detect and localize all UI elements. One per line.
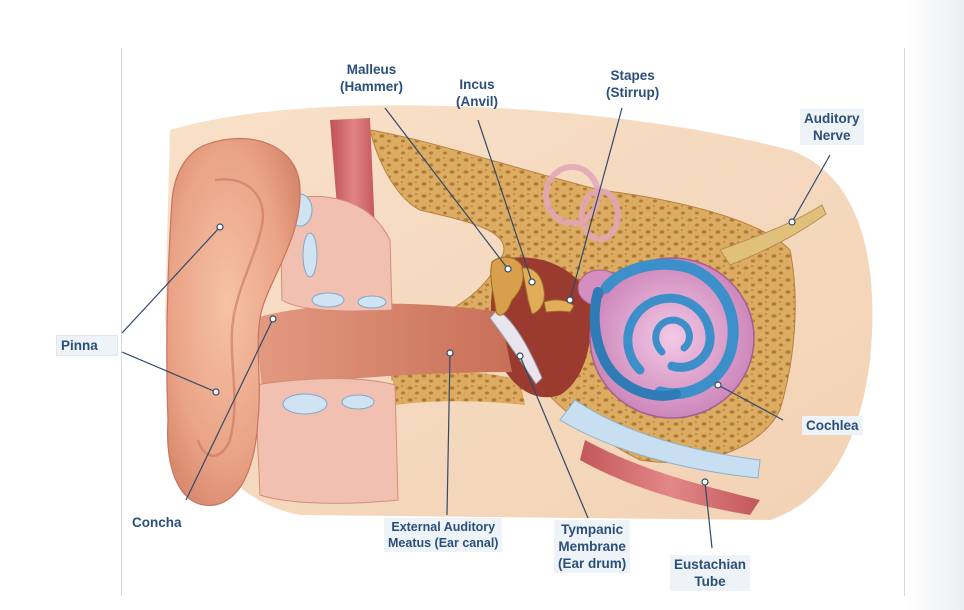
label-tympanic-line2: Membrane xyxy=(558,539,626,554)
label-auditory-nerve-line2: Nerve xyxy=(812,128,851,143)
label-concha-text: Concha xyxy=(132,515,182,530)
leader-lines xyxy=(121,107,831,549)
muscle-band-bottom xyxy=(580,440,760,515)
label-tympanic-line3: (Ear drum) xyxy=(558,556,627,571)
auditory-nerve-shape xyxy=(719,204,827,266)
label-incus-line2: (Anvil) xyxy=(456,94,498,109)
label-malleus-line1: Malleus xyxy=(346,62,397,77)
label-incus-line1: Incus xyxy=(459,77,495,92)
label-incus: Incus (Anvil) xyxy=(452,75,502,111)
label-tympanic-line1: Tympanic xyxy=(561,522,624,537)
label-pinna-text: Pinna xyxy=(61,338,98,353)
label-auditory-nerve: Auditory Nerve xyxy=(800,109,864,145)
ear-canal xyxy=(255,303,512,390)
label-stapes-line1: Stapes xyxy=(610,68,655,83)
label-concha: Concha xyxy=(128,513,186,532)
label-malleus: Malleus (Hammer) xyxy=(336,60,407,96)
frame-line-left xyxy=(121,48,122,596)
label-auditory-nerve-line1: Auditory xyxy=(804,111,860,126)
ossicles xyxy=(490,256,575,316)
cartilage-lower xyxy=(254,378,399,504)
label-stapes: Stapes (Stirrup) xyxy=(602,66,663,102)
label-pinna: Pinna xyxy=(56,335,118,356)
label-ear-canal: External Auditory Meatus (Ear canal) xyxy=(384,518,503,552)
label-eustachian-line2: Tube xyxy=(694,574,726,589)
label-eustachian: Eustachian Tube xyxy=(670,555,751,591)
label-ear-canal-line2: Meatus (Ear canal) xyxy=(388,536,499,550)
cartilage-upper xyxy=(279,195,393,312)
label-malleus-line2: (Hammer) xyxy=(340,79,404,94)
label-cochlea-text: Cochlea xyxy=(806,418,859,433)
cochlea-shape xyxy=(589,257,755,419)
frame-shadow xyxy=(904,0,964,610)
label-cochlea: Cochlea xyxy=(802,416,863,435)
label-eustachian-line1: Eustachian xyxy=(674,557,747,572)
label-stapes-line2: (Stirrup) xyxy=(606,85,660,100)
leader-dots xyxy=(212,218,796,486)
label-tympanic: Tympanic Membrane (Ear drum) xyxy=(554,520,631,573)
eardrum-shape xyxy=(489,309,543,385)
label-ear-canal-line1: External Auditory xyxy=(391,520,496,534)
eustachian-tube-shape xyxy=(559,399,761,479)
canal-floor-bone xyxy=(392,370,525,405)
pinna-inner-fold xyxy=(196,177,265,457)
